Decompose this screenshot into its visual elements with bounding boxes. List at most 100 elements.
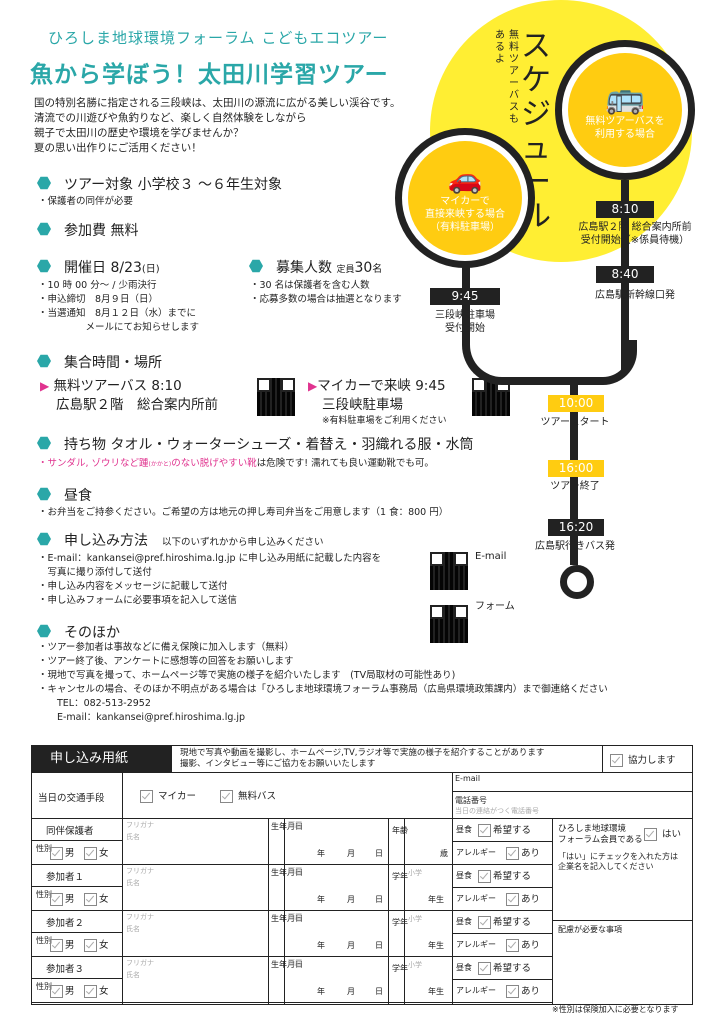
meeting-bus: ▶ 無料ツアーバス 8:10 広島駅２階 総合案内所前 [40,378,218,413]
qr-form-label: フォーム [475,601,515,612]
hexagon-icon [37,532,51,546]
hexagon-icon [37,624,51,638]
member-checkbox[interactable]: はい [644,826,681,841]
application-form: 申し込み用紙 現地で写真や動画を撮影し、ホームページ,TV,ラジオ等で実施の様子… [31,745,693,1005]
hexagon-icon [37,487,51,501]
label-945: 三段峡駐車場受付開始 [435,310,495,334]
aruyo-vertical-text: あるよ [495,30,505,65]
route-line-car [462,230,470,325]
form-notice: 現地で写真や動画を撮影し、ホームページ,TV,ラジオ等で実施の様子を紹介すること… [180,748,545,769]
furigana-hint: フリガナ [126,959,154,967]
qr-email-label: E-mail [475,551,507,562]
gender-label: 性別 [36,890,52,899]
qr-code-form[interactable] [430,605,468,643]
hexagon-icon [37,222,51,236]
era-hint: 西暦 [288,867,302,875]
age-grade-label: 学年 [392,918,408,927]
age-grade-label: 年齢 [392,826,408,835]
lunch-checkbox[interactable]: 希望する [478,960,531,975]
female-checkbox[interactable]: 女 [84,891,109,906]
target-note: ・保護者の同伴が必要 [38,196,134,207]
bus-route-circle: 🚌 無料ツアーバスを利用する場合 [555,40,695,180]
allergy-checkbox[interactable]: あり [506,845,540,860]
label-840: 広島駅新幹線口発 [595,290,675,301]
name-hint: 氏名 [126,971,140,979]
male-checkbox[interactable]: 男 [50,937,75,952]
hexagon-icon [37,259,51,273]
mycar-checkbox[interactable]: マイカー [140,788,196,803]
route-curve-car [462,315,595,385]
time-1000: 10:00 [548,395,604,412]
allergy-checkbox[interactable]: あり [506,983,540,998]
label-1000: ツアースタート [540,417,610,428]
care-label: 配慮が必要な事項 [558,925,622,934]
free-bus-vertical-text: 無料ツアーバスも [509,30,519,125]
lunch-checkbox[interactable]: 希望する [478,868,531,883]
transport-label: 当日の交通手段 [38,793,105,804]
time-810: 8:10 [596,201,654,218]
qr-code-email[interactable] [430,552,468,590]
form-title: 申し込み用紙 [32,746,172,772]
car-icon: 🚗 [447,161,483,195]
cooperate-checkbox[interactable]: 協力します [610,752,676,767]
row-label: 参加者１ [46,872,85,883]
row-label: 参加者２ [46,918,85,929]
email-label: E-mail [455,774,481,783]
member-note: 「はい」にチェックを入れた方は企業名を記入してください [558,852,678,871]
gender-label: 性別 [36,936,52,945]
form-footnote: ※性別は保険加入に必要となります [552,1005,679,1014]
triangle-icon: ▶ [40,379,50,393]
female-checkbox[interactable]: 女 [84,983,109,998]
triangle-icon: ▶ [308,379,318,393]
male-checkbox[interactable]: 男 [50,891,75,906]
capacity-notes: ・30 名は保護者を含む人数・応募多数の場合は抽選となります [250,280,402,305]
time-1600: 16:00 [548,460,604,477]
era-hint: 西暦 [288,959,302,967]
page-title: 魚から学ぼう！太田川学習ツアー [30,62,389,88]
lunch-checkbox[interactable]: 希望する [478,822,531,837]
phone-label: 電話番号 [455,796,487,805]
male-checkbox[interactable]: 男 [50,983,75,998]
freebus-checkbox[interactable]: 無料バス [220,788,276,803]
hexagon-icon [37,176,51,190]
route-end-circle [560,565,594,599]
name-hint: 氏名 [126,833,140,841]
route-curve-bus [578,340,637,385]
birth-label: 生年月日 [271,822,303,831]
label-1600: ツアー終了 [550,481,600,492]
age-grade-label: 学年 [392,872,408,881]
male-checkbox[interactable]: 男 [50,845,75,860]
label-1620: 広島駅行きバス発 [535,541,615,552]
female-checkbox[interactable]: 女 [84,937,109,952]
lunch-checkbox[interactable]: 希望する [478,914,531,929]
hexagon-icon [37,354,51,368]
hexagon-icon [249,259,263,273]
furigana-hint: フリガナ [126,821,154,829]
hexagon-icon [37,436,51,450]
phone-hint: 当日の連絡がつく電話番号 [455,807,539,815]
qr-code-bus[interactable] [257,378,295,416]
date-notes: ・10 時 00 分～ / 少雨決行・申込締切 8月９日（日）・当選通知 8月１… [38,280,200,333]
name-hint: 氏名 [126,925,140,933]
member-label: ひろしま地球環境フォーラム会員である [558,824,643,845]
time-840: 8:40 [596,266,654,283]
lunch-note: ・お弁当をご持参ください。ご希望の方は地元の押し寿司弁当をご用意します（1 食：… [38,507,449,518]
birth-label: 生年月日 [271,868,303,877]
allergy-checkbox[interactable]: あり [506,891,540,906]
gender-label: 性別 [36,982,52,991]
time-945: 9:45 [430,288,500,305]
furigana-hint: フリガナ [126,867,154,875]
car-route-circle: 🚗 マイカーで直接来峡する場合（有料駐車場） [395,128,535,268]
label-810: 広島駅２階 総合案内所前受付開始（※係員待機） [578,222,692,246]
subtitle: ひろしま地球環境フォーラム こどもエコツアー [48,29,389,47]
name-hint: 氏名 [126,879,140,887]
age-grade-label: 学年 [392,964,408,973]
items-warning: ・サンダル, ゾウリなど踵(かかと)のない脱げやすい靴は危険です! 濡れても良い… [38,458,434,469]
gender-label: 性別 [36,844,52,853]
apply-notes: ・E-mail：kankansei@pref.hiroshima.lg.jp に… [38,553,382,606]
allergy-checkbox[interactable]: あり [506,937,540,952]
birth-label: 生年月日 [271,914,303,923]
birth-label: 生年月日 [271,960,303,969]
furigana-hint: フリガナ [126,913,154,921]
female-checkbox[interactable]: 女 [84,845,109,860]
